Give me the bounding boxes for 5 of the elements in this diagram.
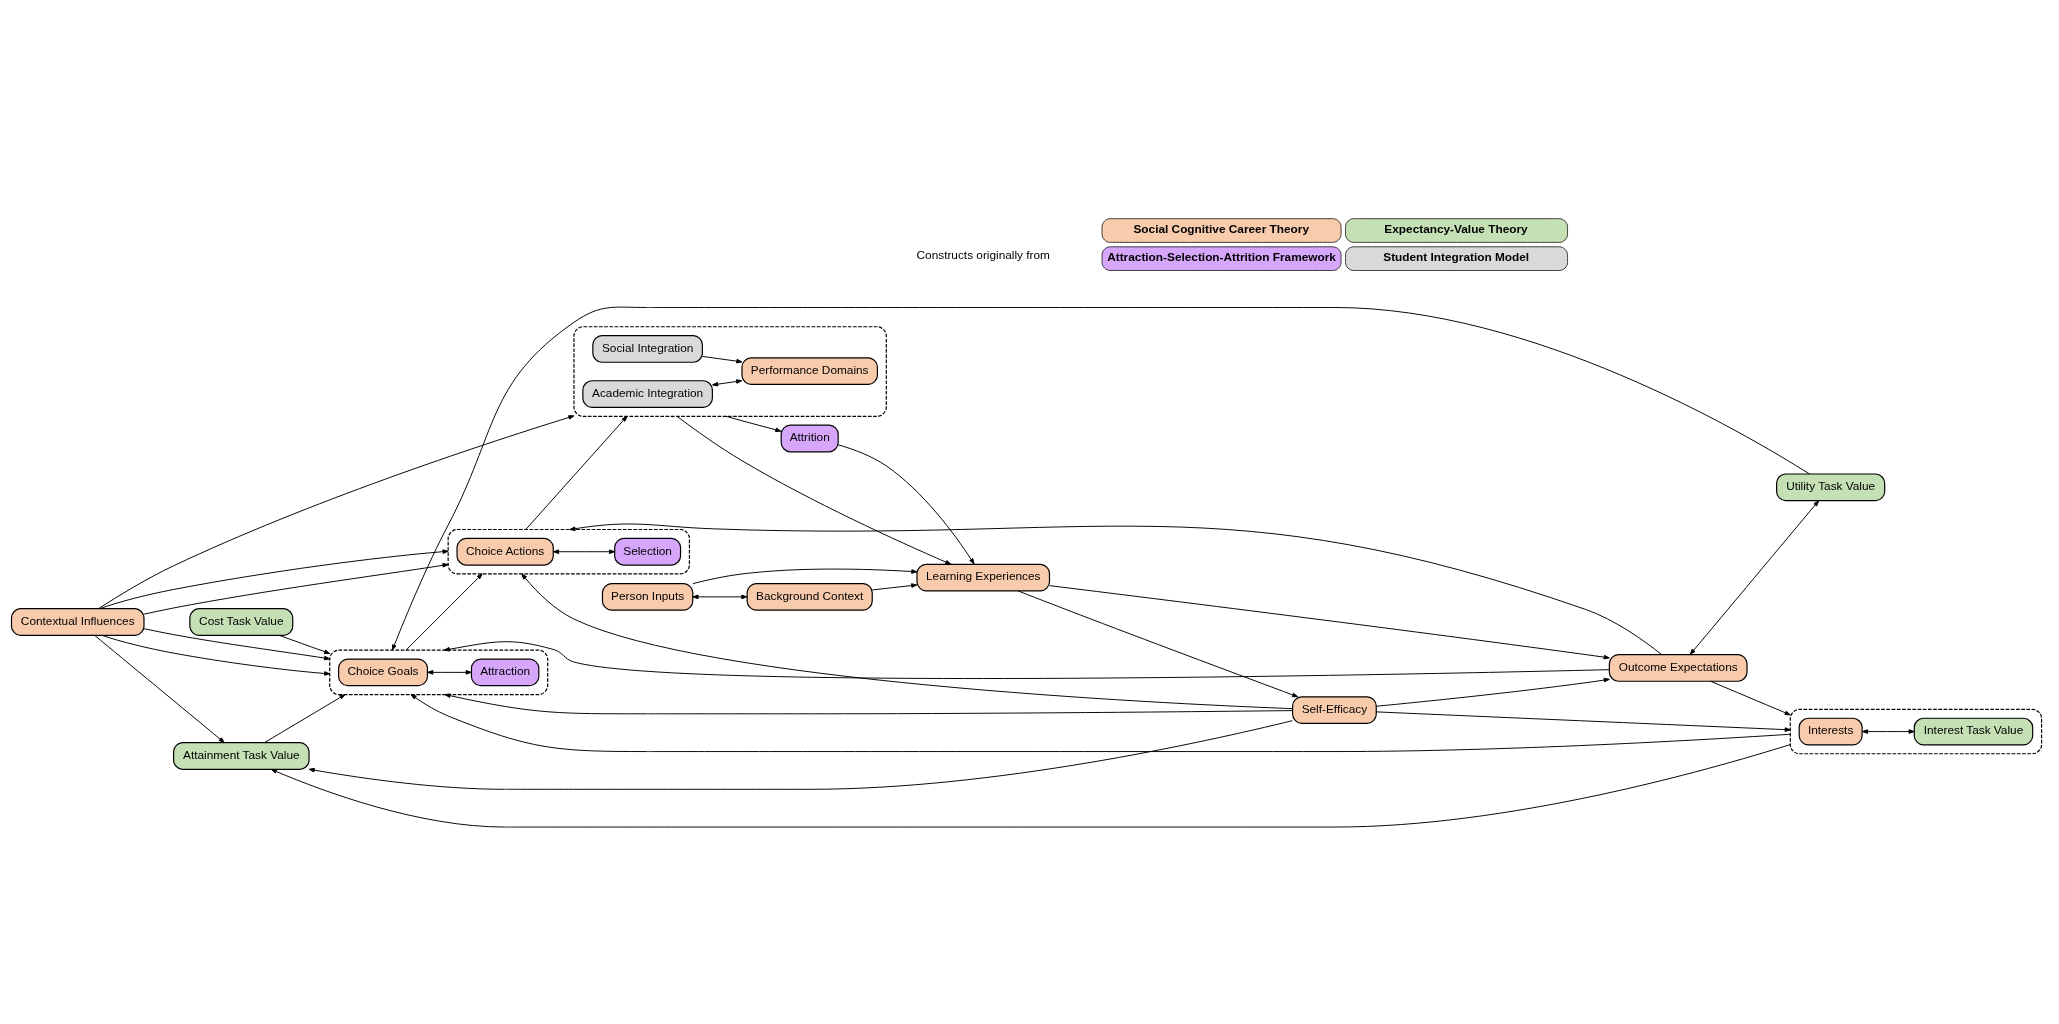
legend-label: Student Integration Model — [1383, 249, 1530, 264]
legend-label: Attraction-Selection-Attrition Framework — [1107, 249, 1336, 264]
label: Constructs originally from — [916, 247, 1050, 261]
legend-label: Expectancy-Value Theory — [1384, 221, 1528, 236]
legend-label: Social Cognitive Career Theory — [1133, 221, 1309, 236]
